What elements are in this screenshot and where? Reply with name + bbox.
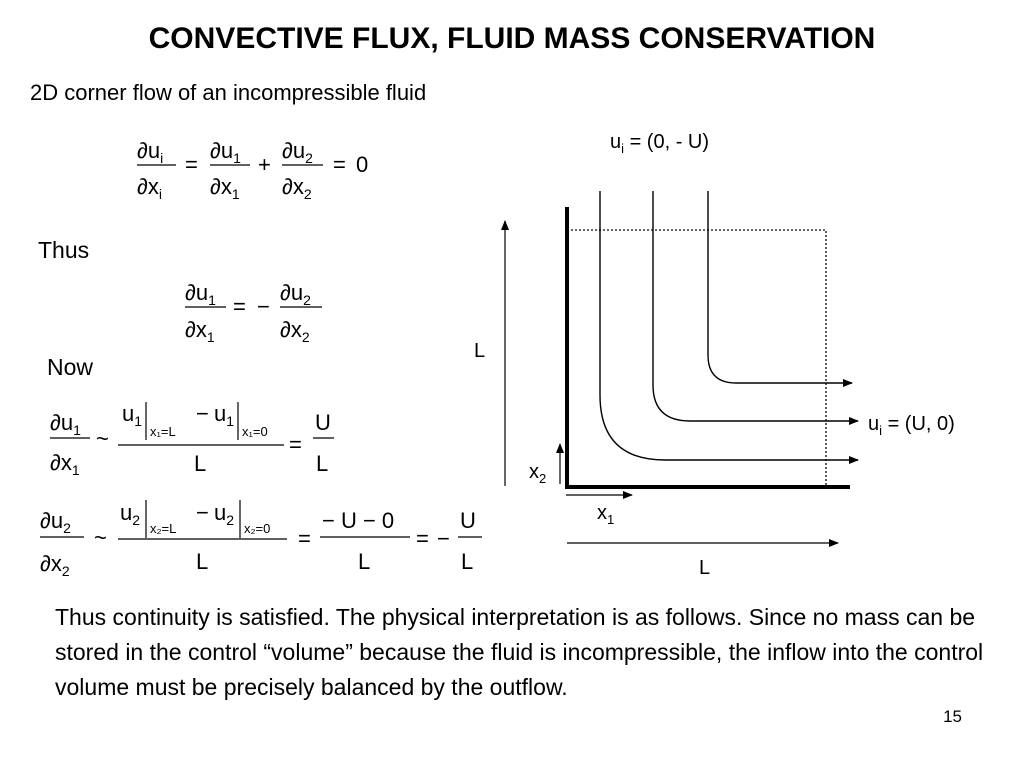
eq1-lhs-numerator: ∂ui [137,138,163,166]
eq3-rhs-U: U [315,410,331,435]
x2-axis-label: x2 [529,461,546,486]
eq2-lhs-denominator: ∂x1 [185,317,215,345]
now-label: Now [47,354,94,380]
eq3-eval-x1-0: x₁=0 [242,424,268,439]
eq4-denominator-L: L [196,549,208,574]
eq3-rhs-L: L [316,451,328,476]
eq1-term2-numerator: ∂u2 [282,138,313,166]
eq3-minus: − [196,401,209,426]
eq2-minus: − [257,294,270,319]
eq2-rhs-numerator: ∂u2 [280,280,311,308]
slide-title: CONVECTIVE FLUX, FLUID MASS CONSERVATION [148,22,876,55]
corner-flow-diagram: L L x1 x2 ui = (0, - U) ui = (U, 0) [474,131,955,579]
eq2-lhs-numerator: ∂u1 [185,280,216,308]
eq3-equals: = [289,432,302,457]
eq1-plus: + [258,152,271,177]
eq4-eval-x2-0: x₂=0 [244,521,270,536]
eq1-equals: = [185,152,198,177]
page-number: 15 [943,707,962,726]
eq4-tilde: ~ [94,525,107,550]
eq3-lhs-numerator: ∂u1 [50,410,81,438]
x1-axis-label: x1 [597,502,614,527]
eq2-rhs-denominator: ∂x2 [280,317,310,345]
eq4-minus-sign: − [437,526,450,551]
eq1-term1-numerator: ∂u1 [210,138,241,166]
eq1-equals-2: = [333,152,346,177]
u1-gradient-estimate: ∂u1 ∂x1 ~ u1 x₁=L − u1 x₁=0 L = U L [50,401,334,478]
eq1-term2-denominator: ∂x2 [282,174,312,202]
eq2-equals: = [233,294,246,319]
eq3-denominator-L: L [194,451,206,476]
eq4-rhs-L: L [461,549,473,574]
streamline-outer [707,191,853,387]
eq4-mid-denominator: L [358,549,370,574]
slide-subtitle: 2D corner flow of an incompressible flui… [30,80,427,105]
eq4-eval-x2-L: x₂=L [150,521,176,536]
eq1-rhs-zero: 0 [356,152,368,177]
streamline-inner [599,191,859,464]
eq4-lhs-denominator: ∂x2 [40,551,70,579]
u2-gradient-estimate: ∂u2 ∂x2 ~ u2 x₂=L − u2 x₂=0 L = − U − 0 … [40,500,482,579]
inflow-velocity-label: ui = (0, - U) [610,131,709,156]
eq3-eval-x1-L: x₁=L [150,424,176,439]
eq4-lhs-numerator: ∂u2 [40,508,71,536]
eq3-u1-a: u1 [122,401,142,429]
eq3-u1-b: u1 [214,401,234,429]
eq3-tilde: ~ [96,426,109,451]
control-volume-boundary [571,229,827,485]
interpretation-paragraph: Thus continuity is satisfied. The physic… [55,604,984,700]
eq1-term1-denominator: ∂x1 [210,174,240,202]
eq4-equals-2: = [416,526,429,551]
eq4-u2-a: u2 [120,500,140,528]
width-label: L [699,557,710,579]
eq4-mid-numerator: − U − 0 [322,508,394,533]
eq1-lhs-denominator: ∂xi [137,174,162,202]
eq4-rhs-U: U [460,508,476,533]
eq4-minus: − [196,500,209,525]
eq3-lhs-denominator: ∂x1 [50,450,80,478]
streamline-middle [652,191,859,425]
eq4-u2-b: u2 [214,500,234,528]
eq4-equals: = [298,526,311,551]
continuity-equation: ∂ui ∂xi = ∂u1 ∂x1 + ∂u2 ∂x2 = 0 [137,138,368,202]
height-label: L [474,340,485,362]
outflow-velocity-label: ui = (U, 0) [868,413,955,438]
thus-label: Thus [38,237,90,263]
gradient-balance-equation: ∂u1 ∂x1 = − ∂u2 ∂x2 [185,280,322,345]
